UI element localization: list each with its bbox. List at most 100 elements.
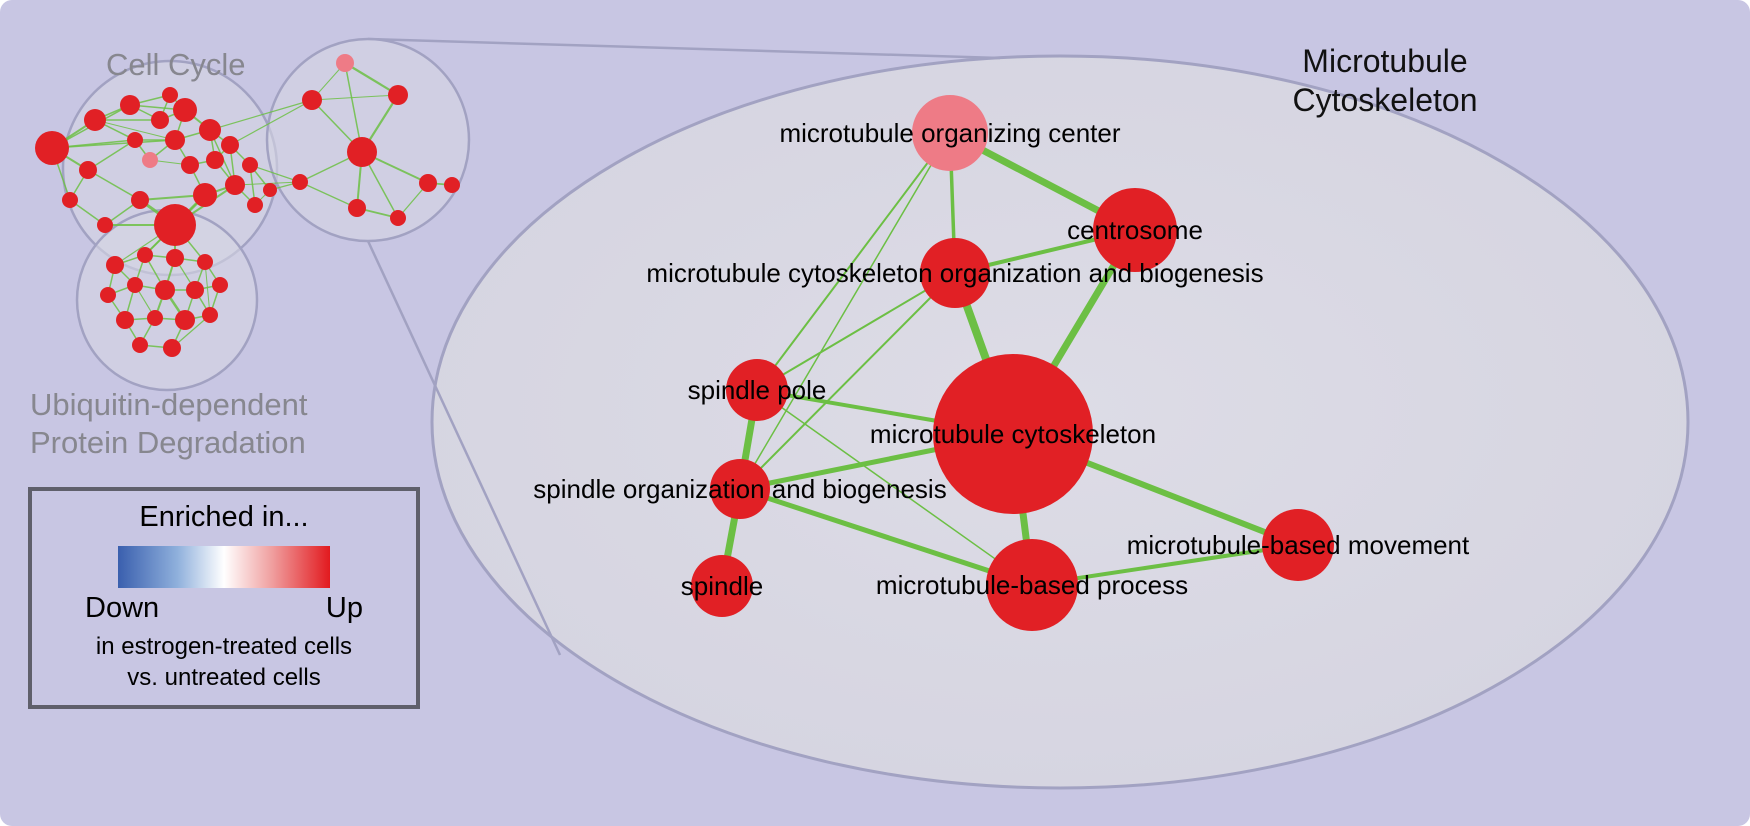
node-label-mt_movement: microtubule-based movement <box>1127 530 1470 560</box>
overview-node <box>35 131 69 165</box>
overview-node <box>199 119 221 141</box>
overview-node <box>202 307 218 323</box>
node-moc <box>912 95 988 171</box>
overview-node <box>142 152 158 168</box>
overview-node <box>212 277 228 293</box>
legend-box: Enriched in... Down Up in estrogen-treat… <box>28 487 420 709</box>
cluster-label-ubiquitin-line2: Protein Degradation <box>30 425 306 460</box>
cluster-label-cell-cycle-text: Cell Cycle <box>106 47 246 82</box>
node-label-moc: microtubule organizing center <box>779 118 1120 148</box>
overview-node <box>247 197 263 213</box>
cluster-label-microtubule-cytoskeleton: Microtubule Cytoskeleton <box>1245 42 1525 120</box>
node-spindle_orgbio <box>710 459 770 519</box>
cluster-label-ubiquitin-line1: Ubiquitin-dependent <box>30 387 308 422</box>
overview-edge <box>204 261 211 316</box>
overview-node <box>221 136 239 154</box>
node-mt_cytoskeleton <box>933 354 1093 514</box>
overview-node <box>137 247 153 263</box>
cluster-label-ubiquitin: Ubiquitin-dependent Protein Degradation <box>30 386 308 462</box>
overview-edge <box>209 99 313 131</box>
legend-up-label: Up <box>325 592 363 624</box>
overview-node <box>131 191 149 209</box>
overview-node <box>206 151 224 169</box>
edge-moc-spindle_orgbio <box>739 132 951 490</box>
cluster-label-microtubule-line1: Microtubule <box>1302 43 1468 79</box>
overview-node <box>225 175 245 195</box>
edge-orgbio-spindle_pole <box>756 272 956 391</box>
edge-spindle_orgbio-mt_process <box>737 486 1035 588</box>
overview-node <box>97 217 113 233</box>
node-label-orgbio: microtubule cytoskeleton organization an… <box>646 258 1263 288</box>
node-label-spindle_pole: spindle pole <box>688 375 827 405</box>
overview-node <box>388 85 408 105</box>
overview-edge <box>51 139 176 149</box>
node-centrosome <box>1093 188 1177 272</box>
overview-node <box>84 109 106 131</box>
overview-node <box>336 54 354 72</box>
node-spindle_pole <box>726 359 788 421</box>
overview-node <box>127 277 143 293</box>
overview-node <box>175 310 195 330</box>
node-label-mt_cytoskeleton: microtubule cytoskeleton <box>870 419 1156 449</box>
overview-node <box>263 183 277 197</box>
node-label-spindle_orgbio: spindle organization and biogenesis <box>533 474 946 504</box>
overview-node <box>347 137 377 167</box>
node-label-mt_process: microtubule-based process <box>876 570 1188 600</box>
node-label-spindle: spindle <box>681 571 763 601</box>
overview-node <box>147 310 163 326</box>
overview-edge <box>311 94 399 101</box>
legend-title: Enriched in... <box>139 501 309 533</box>
overview-node <box>106 256 124 274</box>
overview-node <box>197 254 213 270</box>
node-orgbio <box>920 238 990 308</box>
overview-node <box>154 204 196 246</box>
legend-caption-line2: vs. untreated cells <box>127 664 321 691</box>
edge-moc-spindle_pole <box>756 132 951 391</box>
edge-spindle_pole-mt_process <box>756 389 1033 586</box>
overview-edge <box>299 181 358 209</box>
overview-node <box>165 130 185 150</box>
cluster-label-microtubule-line2: Cytoskeleton <box>1292 82 1478 118</box>
overview-node <box>173 98 197 122</box>
zoom-connector-line <box>367 37 1001 60</box>
overview-edge <box>229 99 313 146</box>
overview-node <box>292 174 308 190</box>
overview-node <box>79 161 97 179</box>
overview-node <box>444 177 460 193</box>
overview-node <box>100 287 116 303</box>
legend-down-label: Down <box>85 592 160 624</box>
zoom-connector-line <box>366 240 562 656</box>
overview-node <box>62 192 78 208</box>
overview-node <box>151 111 169 129</box>
legend-gradient-bar <box>118 546 330 588</box>
node-mt_movement <box>1262 509 1334 581</box>
overview-node <box>302 90 322 110</box>
overview-edge <box>94 119 176 141</box>
overview-node <box>163 339 181 357</box>
overview-node <box>390 210 406 226</box>
overview-node <box>116 311 134 329</box>
overview-node <box>155 280 175 300</box>
edge-orgbio-spindle_orgbio <box>739 272 956 490</box>
overview-node <box>193 183 217 207</box>
overview-node <box>419 174 437 192</box>
overview-edge <box>344 62 399 96</box>
overview-node <box>120 95 140 115</box>
overview-node <box>162 87 178 103</box>
overview-node <box>132 337 148 353</box>
node-mt_process <box>986 539 1078 631</box>
overview-node <box>166 249 184 267</box>
overview-edge <box>87 169 141 201</box>
legend-caption-line1: in estrogen-treated cells <box>95 633 353 660</box>
cluster-label-cell-cycle: Cell Cycle <box>106 46 246 84</box>
overview-node <box>348 199 366 217</box>
overview-edge <box>249 164 301 183</box>
legend-scale-labels: Down Up <box>85 592 363 625</box>
overview-edge <box>344 62 363 153</box>
node-label-centrosome: centrosome <box>1067 215 1203 245</box>
overview-node <box>181 156 199 174</box>
overview-node <box>186 281 204 299</box>
overview-edge <box>87 139 136 171</box>
